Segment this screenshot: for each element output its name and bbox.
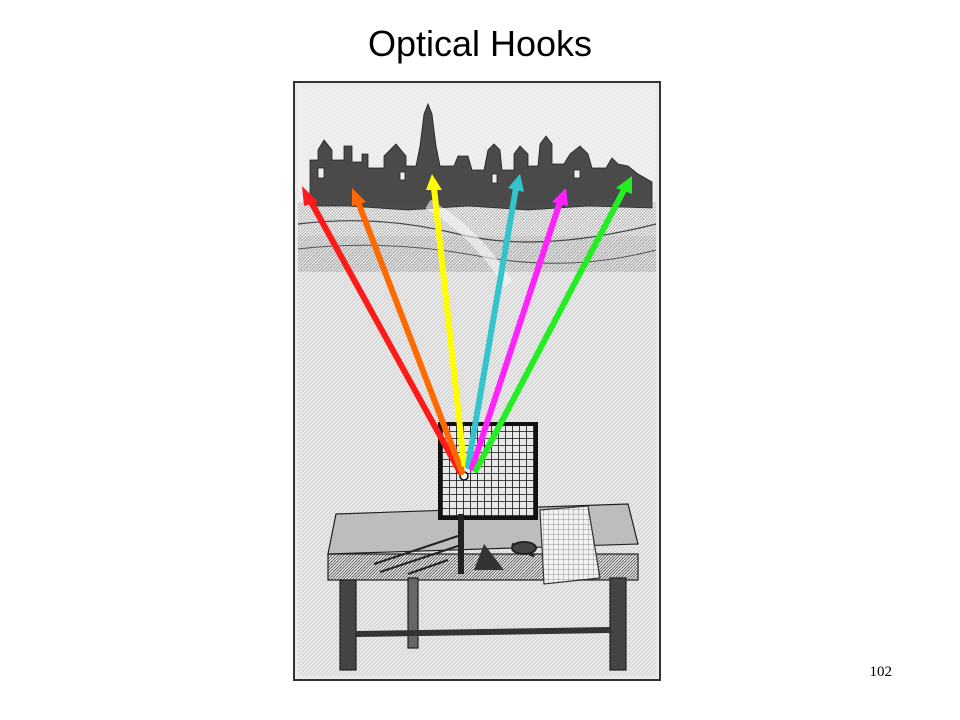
slide-title: Optical Hooks (367, 23, 593, 64)
ray-green (473, 187, 627, 473)
drawing-tools (373, 535, 537, 575)
ray-magenta (469, 199, 563, 471)
town-skyline (309, 102, 653, 211)
ray-cyan (465, 185, 519, 469)
ray-yellow (431, 185, 467, 467)
engraving-illustration (293, 81, 661, 681)
ray-red (307, 197, 463, 475)
drawing-paper (539, 505, 601, 585)
optical-rays (302, 174, 632, 475)
perspective-grid-frame (438, 422, 538, 574)
page-number: 102 (869, 664, 893, 680)
ray-orange (355, 199, 465, 475)
